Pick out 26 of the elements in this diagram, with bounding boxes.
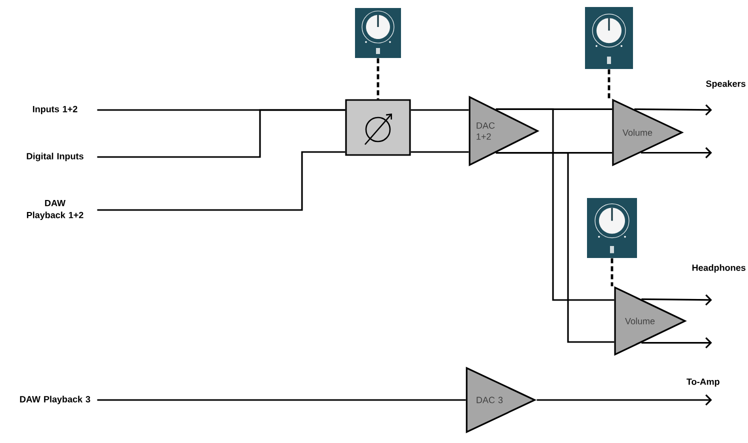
picture — [587, 198, 637, 258]
output-label: To-Amp — [686, 378, 720, 387]
signal-line — [496, 108, 614, 301]
arrow — [640, 147, 712, 158]
arrow — [641, 294, 712, 306]
signal-line — [410, 151, 469, 153]
signal-line — [97, 151, 346, 211]
picture — [355, 8, 401, 58]
picture — [585, 7, 633, 69]
arrow — [536, 394, 712, 406]
input-label: DAW Playback 1+2 — [26, 200, 84, 220]
output-label: Headphones — [692, 264, 746, 273]
signal-line — [410, 109, 469, 111]
output-label: Speakers — [706, 80, 746, 89]
mixer-box — [345, 99, 411, 156]
arrow — [641, 337, 712, 348]
signal-line — [496, 152, 614, 343]
input-label: DAW Playback 3 — [20, 396, 90, 404]
input-label: Inputs 1+2 — [32, 106, 78, 114]
input-label: Digital Inputs — [26, 152, 84, 162]
dashed-line — [608, 69, 610, 99]
arrow — [634, 104, 712, 116]
signal-line — [97, 399, 466, 401]
dashed-line — [610, 258, 614, 286]
dashed-line — [376, 58, 380, 100]
signal-line — [97, 109, 346, 158]
